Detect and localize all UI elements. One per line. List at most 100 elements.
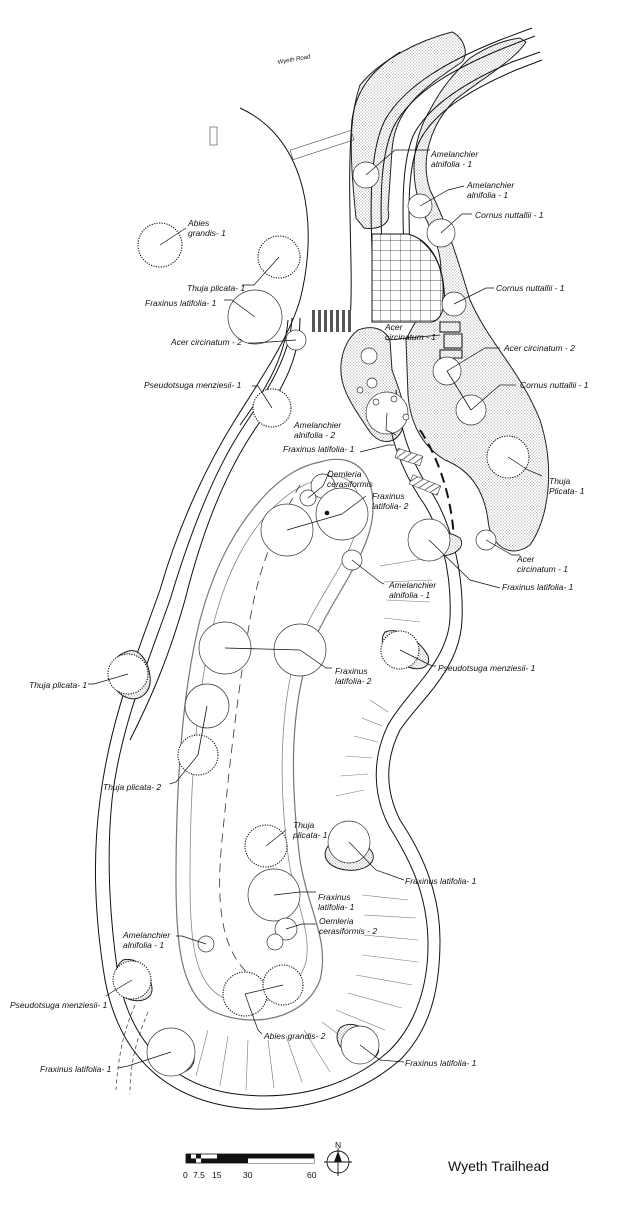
- loop-inner-left: [108, 317, 429, 1097]
- plant-label-line: Fraxinus latifolia- 1: [405, 1058, 477, 1068]
- plant-label-line: Cornus nuttallii - 1: [496, 283, 565, 293]
- plant-label-line: Amelanchier: [293, 420, 342, 430]
- north-letter: N: [335, 1140, 341, 1150]
- plant-label-line: Pseudotsuga menziesii- 1: [438, 663, 536, 673]
- plant-label-line: Abies grandis- 2: [263, 1031, 326, 1041]
- plant-label-line: plicata- 1: [292, 830, 328, 840]
- meadow-outline: [175, 458, 374, 1021]
- plant-label-acer2-left: Acer circinatum - 2: [170, 337, 242, 347]
- plant-label-line: cerasiformis - 2: [319, 926, 377, 936]
- plant-label-line: Oemleria: [319, 916, 354, 926]
- plant-label-line: Acer circinatum - 2: [170, 337, 242, 347]
- road-edge-long: [349, 51, 401, 321]
- plant-label-line: latifolia- 2: [372, 501, 409, 511]
- pathway-west-2: [239, 319, 289, 426]
- plant-label-line: cerasiformis: [327, 479, 374, 489]
- plant-label-line: Acer: [384, 322, 404, 332]
- plant-label-thuja1-top: Thuja plicata- 1: [187, 283, 245, 293]
- plant-label-line: alnifolia - 1: [431, 159, 472, 169]
- striped-pad-2: [408, 474, 442, 496]
- plant-label-fraxinus1-top: Fraxinus latifolia- 1: [145, 298, 217, 308]
- plant-label-line: Thuja: [293, 820, 315, 830]
- plant-label-cornus1-b: Cornus nuttallii - 1: [496, 283, 565, 293]
- plant-label-thuja1-left: Thuja plicata- 1: [29, 680, 87, 690]
- plant-label-line: Oemleria: [327, 469, 362, 479]
- grid-arc: [419, 239, 444, 306]
- road-edge-3: [402, 51, 541, 251]
- arc-dash-2: [129, 1011, 149, 1095]
- plant-label-pseudo1-left: Pseudotsuga menziesii- 1: [144, 380, 242, 390]
- plant-label-line: Amelanchier: [388, 580, 437, 590]
- meadow-inner: [189, 476, 360, 1004]
- plant-label-line: alnifolia - 2: [294, 430, 335, 440]
- striped-pad-1: [394, 447, 424, 467]
- loop-dash-line: [419, 429, 455, 541]
- plant-label-line: Fraxinus latifolia- 1: [283, 444, 355, 454]
- sign-rect: [209, 126, 218, 146]
- plant-label-line: Thuja plicata- 2: [103, 782, 161, 792]
- plant-label-fraxinus1-mid: Fraxinus latifolia- 1: [283, 444, 355, 454]
- plant-label-cornus1-c: Cornus nuttallii - 1: [520, 380, 589, 390]
- plant-label-pseudo1-right: Pseudotsuga menziesii- 1: [438, 663, 536, 673]
- road-edge-1: [370, 27, 533, 251]
- plant-label-line: Fraxinus latifolia- 1: [40, 1064, 112, 1074]
- arc-dash-1: [115, 1004, 136, 1091]
- plant-label-line: Fraxinus latifolia- 1: [405, 876, 477, 886]
- plant-label-thuja2: Thuja plicata- 2: [103, 782, 161, 792]
- plant-label-line: alnifolia - 1: [389, 590, 430, 600]
- plant-label-fraxinus1-br: Fraxinus latifolia- 1: [405, 1058, 477, 1068]
- plant-label-line: Fraxinus: [372, 491, 405, 501]
- plant-label-line: latifolia- 1: [318, 902, 355, 912]
- scale-tick-15: 15: [212, 1170, 222, 1180]
- pathway-west: [129, 317, 301, 741]
- plant-label-cornus1: Cornus nuttallii - 1: [475, 210, 544, 220]
- plant-label-line: Fraxinus: [318, 892, 351, 902]
- scale-tick-30: 30: [243, 1170, 253, 1180]
- plant-label-pseudo1-bl: Pseudotsuga menziesii- 1: [10, 1000, 108, 1010]
- plant-label-line: Thuja plicata- 1: [187, 283, 245, 293]
- title: Wyeth Trailhead: [448, 1158, 549, 1174]
- plant-label-line: Fraxinus latifolia- 1: [145, 298, 217, 308]
- plant-label-line: latifolia- 2: [335, 676, 372, 686]
- plant-label-line: Cornus nuttallii - 1: [475, 210, 544, 220]
- scale-tick-7-5: 7.5: [193, 1170, 205, 1180]
- loop-inner-right: [375, 399, 451, 946]
- plant-label-line: Acer: [516, 554, 536, 564]
- plant-label-line: alnifolia - 1: [123, 940, 164, 950]
- plant-label-line: grandis- 1: [188, 228, 226, 238]
- scale-tick-0: 0: [183, 1170, 188, 1180]
- leader-lines: [88, 149, 543, 1069]
- plant-label-line: Fraxinus latifolia- 1: [502, 582, 574, 592]
- crosswalk: [312, 310, 351, 332]
- plant-label-line: Abies: [187, 218, 210, 228]
- plant-label-line: Amelanchier: [122, 930, 171, 940]
- plant-label-line: Amelanchier: [466, 180, 515, 190]
- plant-label-line: alnifolia - 1: [467, 190, 508, 200]
- planting-band-northeast: [350, 31, 466, 229]
- plant-label-fraxinus1-r: Fraxinus latifolia- 1: [502, 582, 574, 592]
- tree-group-lines: [197, 370, 472, 995]
- plant-label-line: Amelanchier: [430, 149, 479, 159]
- plant-label-fraxinus1-c: Fraxinus latifolia- 1: [405, 876, 477, 886]
- gate-rect: [289, 129, 355, 161]
- plant-label-line: circinatum - 1: [385, 332, 436, 342]
- plant-label-line: Thuja plicata- 1: [29, 680, 87, 690]
- plant-label-abies2: Abies grandis- 2: [263, 1031, 326, 1041]
- road-label: Wyeth Road: [277, 54, 311, 66]
- scale-bar: 0 7.5 15 30 60: [183, 1153, 317, 1180]
- plant-label-line: Cornus nuttallii - 1: [520, 380, 589, 390]
- plant-label-fraxinus1-bl: Fraxinus latifolia- 1: [40, 1064, 112, 1074]
